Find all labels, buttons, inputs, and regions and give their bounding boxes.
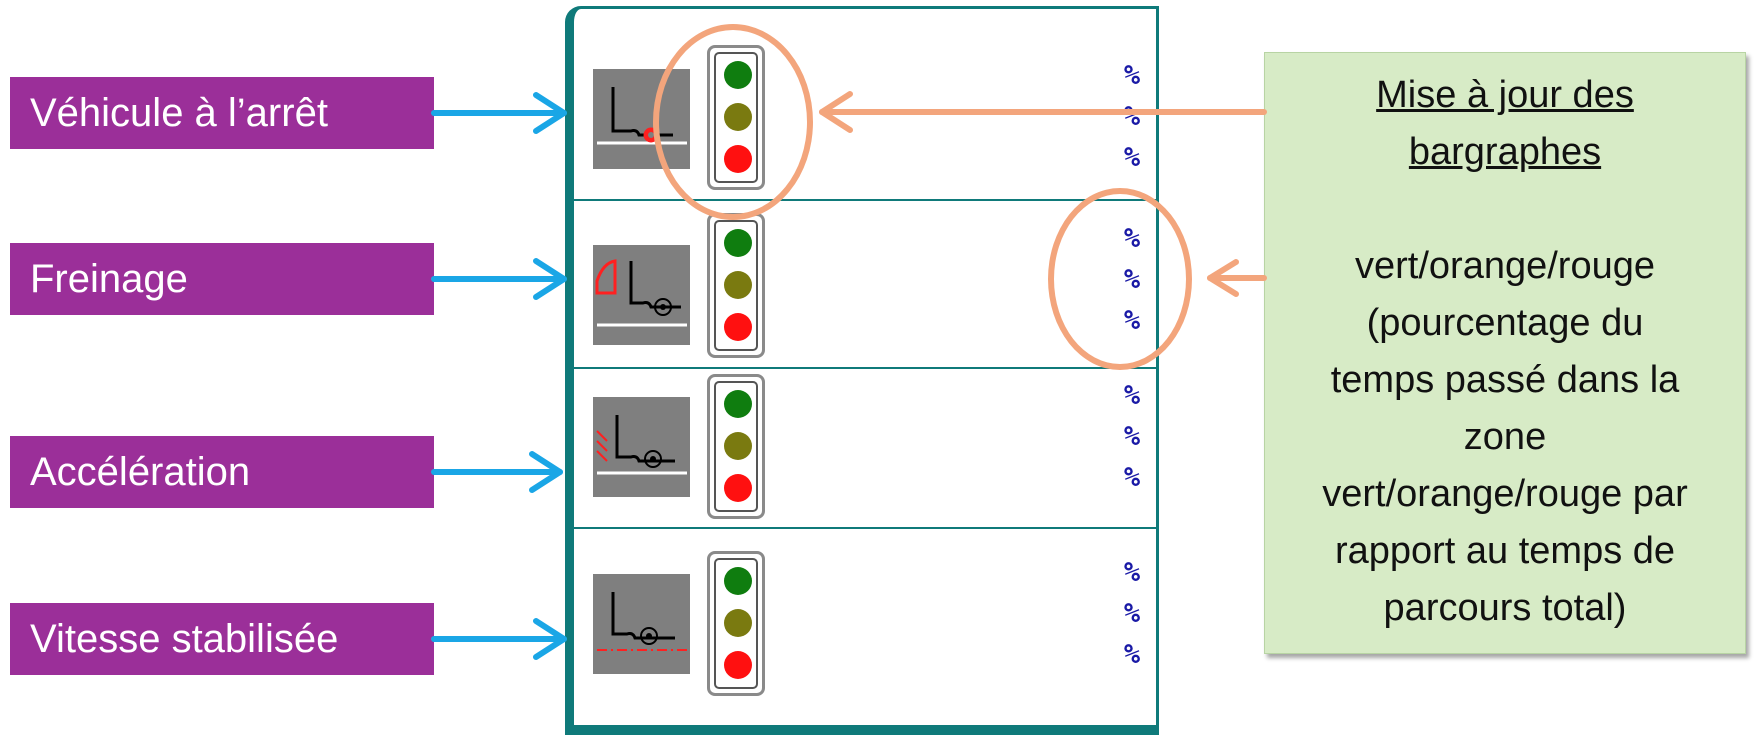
note-body-line: temps passé dans la (1330, 359, 1680, 401)
highlight-ellipse-traffic-light (653, 24, 813, 220)
note-body-line: (pourcentage du (1366, 302, 1644, 344)
traffic-light-bargraph (707, 551, 765, 696)
green-light-icon (724, 567, 752, 595)
highlight-ellipse-percentages (1048, 188, 1192, 370)
percent-orange: % (1123, 101, 1141, 132)
orange-light-icon (724, 609, 752, 637)
note-title-line2: bargraphes (1408, 131, 1602, 173)
arrow-left-icon (1207, 259, 1267, 297)
explanation-note: Mise à jour des bargraphes vert/orange/r… (1264, 52, 1746, 654)
percent-green: % (1123, 557, 1141, 588)
percent-red: % (1123, 142, 1141, 173)
orange-light-icon (724, 432, 752, 460)
arrow-right-icon (431, 618, 567, 660)
state-row-vitesse-stabilisee: % % % (574, 529, 1156, 719)
green-light-icon (724, 229, 752, 257)
percent-orange: % (1123, 598, 1141, 629)
braking-vehicle-icon (593, 245, 690, 345)
note-body-line: rapport au temps de (1334, 530, 1676, 572)
arrow-right-icon (431, 258, 567, 300)
percent-red: % (1123, 462, 1141, 493)
note-body-line: vert/orange/rouge (1355, 245, 1655, 287)
red-light-icon (724, 651, 752, 679)
traffic-light-bargraph (707, 213, 765, 358)
traffic-light-bargraph (707, 374, 765, 519)
percent-orange: % (1123, 421, 1141, 452)
percent-green: % (1123, 380, 1141, 411)
arrow-left-icon (819, 91, 1267, 133)
label-vitesse-stabilisee: Vitesse stabilisée (10, 603, 434, 675)
green-light-icon (724, 390, 752, 418)
steady-speed-vehicle-icon (593, 574, 690, 674)
label-acceleration: Accélération (10, 436, 434, 508)
label-freinage: Freinage (10, 243, 434, 315)
note-body-line: vert/orange/rouge par (1322, 473, 1688, 515)
note-title-line1: Mise à jour des (1376, 74, 1634, 116)
percent-green: % (1123, 60, 1141, 91)
note-body-line: parcours total) (1383, 587, 1627, 629)
state-row-acceleration: % % % (574, 369, 1156, 529)
arrow-right-icon (431, 92, 567, 134)
percent-red: % (1123, 639, 1141, 670)
arrow-right-icon (431, 451, 563, 493)
orange-light-icon (724, 271, 752, 299)
accelerating-vehicle-icon (593, 397, 690, 497)
red-light-icon (724, 313, 752, 341)
note-body-line: zone (1463, 416, 1547, 458)
label-vehicule-arret: Véhicule à l’arrêt (10, 77, 434, 149)
red-light-icon (724, 474, 752, 502)
